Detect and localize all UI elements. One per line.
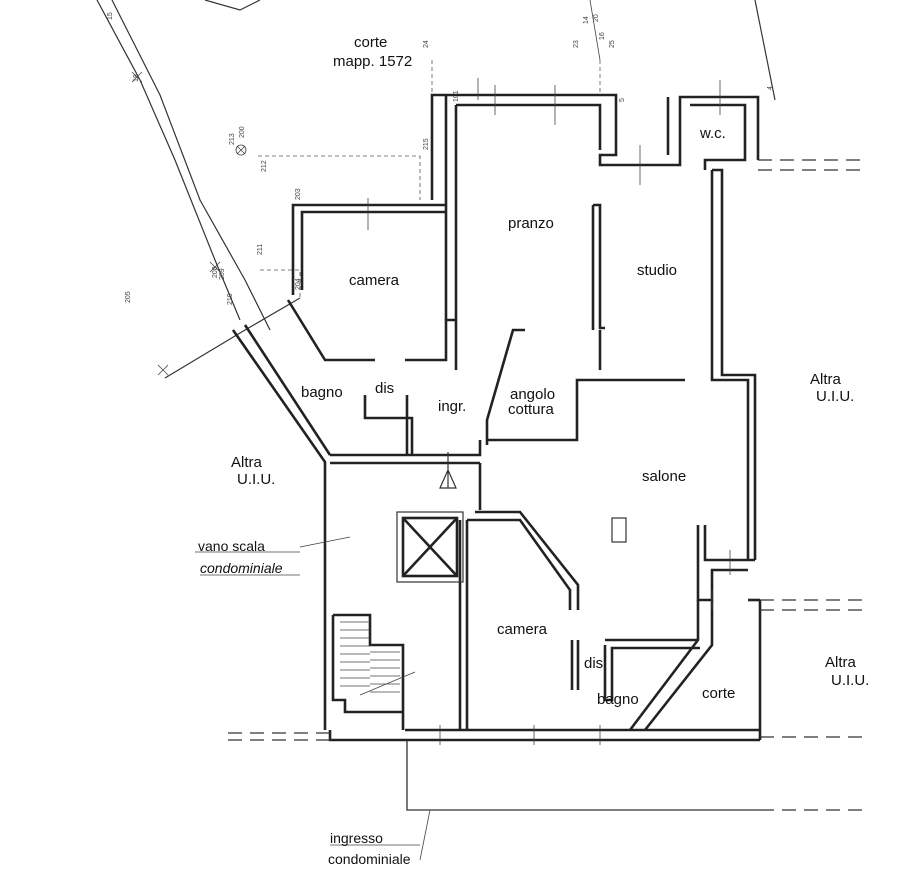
ingr-label: ingr. — [438, 398, 466, 415]
survey-point-label: 4 — [767, 86, 774, 90]
survey-point-label: 23 — [573, 40, 580, 48]
notes: vano scala condominiale ingresso condomi… — [198, 538, 411, 867]
uiu-right-top-label: U.I.U. — [816, 388, 854, 405]
angolo-label: angolo — [510, 386, 555, 403]
survey-point-label: 16 — [599, 32, 606, 40]
survey-point-label: 5 — [619, 98, 626, 102]
cottura-label: cottura — [508, 401, 555, 418]
camera-top-label: camera — [349, 272, 400, 289]
survey-point-label: 15 — [107, 12, 114, 20]
walls — [195, 78, 870, 861]
mapp-label: mapp. 1572 — [333, 53, 412, 70]
altra-left-label: Altra — [231, 454, 263, 471]
survey-numbers: 101 215 213 212 211 210 209 208 205 203 … — [107, 12, 774, 305]
studio-label: studio — [637, 262, 677, 279]
survey-point-label: 200 — [239, 126, 246, 138]
pranzo-label: pranzo — [508, 215, 554, 232]
condominiale-label: condominiale — [328, 851, 411, 867]
survey-point-label: 211 — [257, 244, 264, 255]
survey-point-label: 208 — [212, 266, 219, 278]
bagno-top-label: bagno — [301, 384, 343, 401]
survey-point-label: 18 — [133, 74, 140, 82]
survey-point-label: 25 — [609, 40, 616, 48]
survey-point-label: 215 — [423, 138, 430, 150]
bagno-bottom-label: bagno — [597, 691, 639, 708]
uiu-right-bottom-label: U.I.U. — [831, 672, 869, 689]
survey-point-label: 204 — [295, 278, 302, 290]
wc-label: w.c. — [699, 125, 726, 142]
survey-lines — [96, 0, 776, 379]
uiu-left-label: U.I.U. — [237, 471, 275, 488]
survey-point-label: 14 — [583, 16, 590, 24]
corte-top-label: corte — [354, 34, 387, 51]
neighbour-labels: Altra U.I.U. Altra U.I.U. Altra U.I.U. — [231, 371, 869, 689]
salone-label: salone — [642, 468, 686, 485]
survey-point-label: 24 — [423, 40, 430, 48]
dis-top-label: dis — [375, 380, 394, 397]
survey-point-label: 210 — [227, 293, 234, 305]
survey-point-label: 203 — [295, 188, 302, 200]
dis-bottom-label: dis — [584, 655, 603, 672]
altra-right-bottom-label: Altra — [825, 654, 857, 671]
survey-point-label: 213 — [229, 133, 236, 145]
corte-bottom-label: corte — [702, 685, 735, 702]
condominiale-italic-label: condominiale — [200, 560, 283, 576]
survey-point-label: 20 — [593, 14, 600, 22]
vano-scala-label: vano scala — [198, 538, 265, 554]
altra-right-top-label: Altra — [810, 371, 842, 388]
ingresso-label: ingresso — [330, 830, 383, 846]
survey-point-label: 209 — [219, 268, 226, 280]
survey-point-label: 212 — [261, 160, 268, 172]
survey-point-label: 205 — [125, 291, 132, 303]
camera-bottom-label: camera — [497, 621, 548, 638]
room-labels: corte mapp. 1572 w.c. pranzo studio came… — [301, 34, 735, 708]
